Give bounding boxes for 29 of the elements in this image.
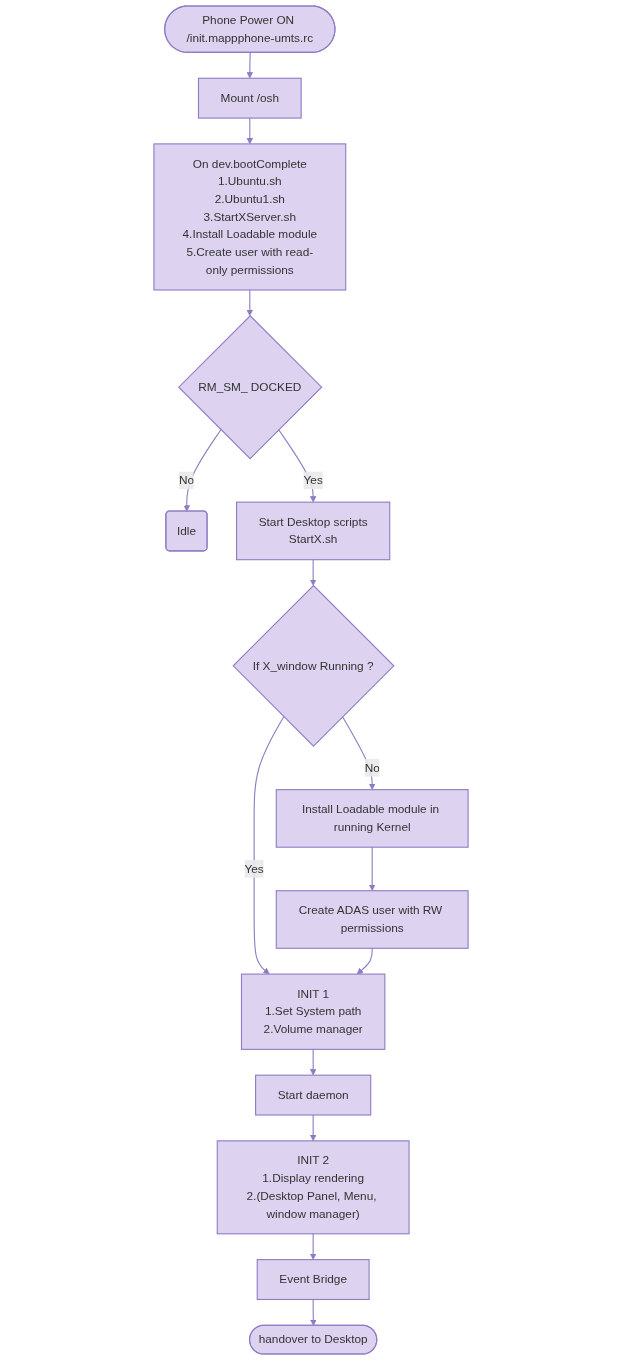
arrow <box>246 289 254 317</box>
node-box: On dev.bootComplete 1.Ubuntu.sh 2.Ubuntu1.sh 3.StartXServer.sh 4.Install Loadable module 5.Create user with read-only permissions <box>153 143 347 291</box>
arrow <box>246 117 254 145</box>
arrow <box>309 1048 317 1076</box>
arrow <box>309 559 317 586</box>
node-box: Start daemon <box>255 1074 372 1116</box>
node-box: Start Desktop scripts StartX.sh <box>236 501 391 561</box>
arrow <box>278 429 317 503</box>
edge-label: Yes <box>244 862 264 875</box>
node-box: INIT 2 1.Display rendering 2.(Desktop Panel, Menu, window manager) <box>216 1140 410 1235</box>
arrow <box>253 716 285 975</box>
arrow <box>368 846 376 891</box>
edge-label: No <box>178 473 195 487</box>
node-box: INIT 1 1.Set System path 2.Volume manager <box>240 973 386 1050</box>
node-box: Install Loadable module in running Kernel <box>275 789 469 848</box>
arrow <box>183 429 222 512</box>
arrow <box>246 52 254 79</box>
edge-label: No <box>364 761 380 774</box>
arrow <box>309 1233 317 1260</box>
arrow <box>310 1298 317 1326</box>
node-box: Event Bridge <box>256 1259 370 1301</box>
edge-label: Yes <box>303 473 323 487</box>
arrow <box>309 1114 317 1142</box>
node-box: Create ADAS user with RW permissions <box>275 890 469 949</box>
node-diamond: RM_SM_ DOCKED <box>178 315 323 460</box>
arrow <box>356 947 373 975</box>
arrow <box>342 716 376 790</box>
node-diamond: If X_window Running ? <box>232 584 395 747</box>
node-box: Mount /osh <box>197 77 302 119</box>
